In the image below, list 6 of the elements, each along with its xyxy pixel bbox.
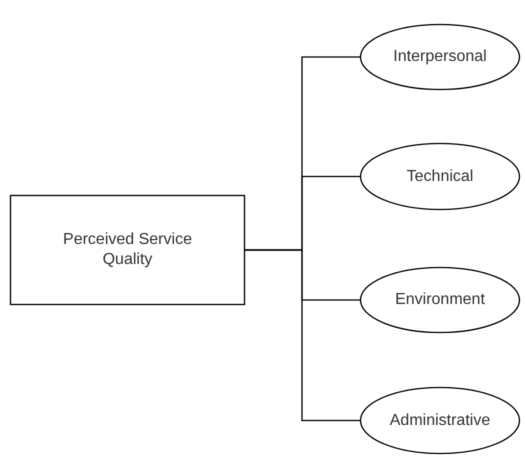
node-label: Technical: [406, 166, 474, 186]
connector-line: [245, 249, 360, 422]
node-label: Environment: [395, 290, 485, 310]
node-label: Administrative: [390, 410, 490, 430]
node-label: Perceived Service Quality: [62, 230, 193, 270]
node-label: Interpersonal: [393, 47, 487, 67]
